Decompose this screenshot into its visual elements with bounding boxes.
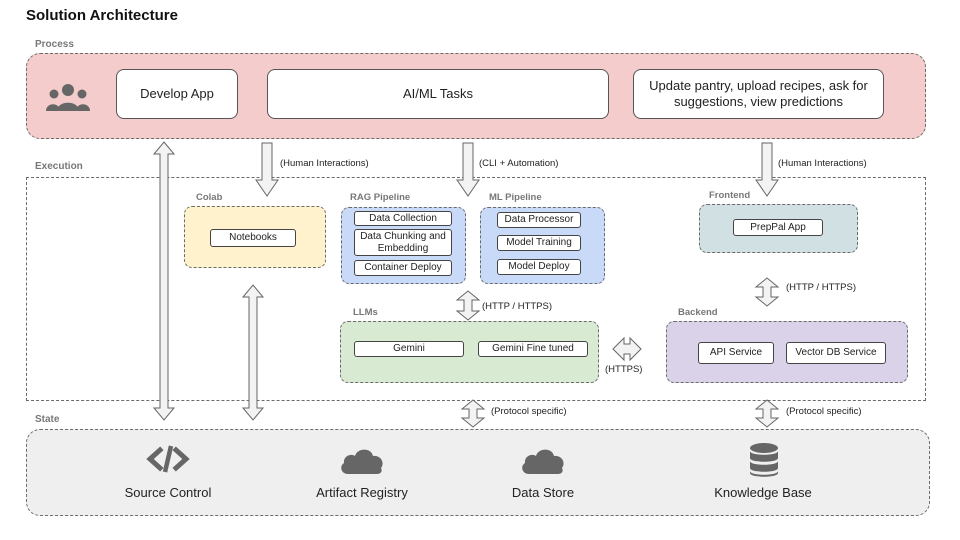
ml-to-llms-note: (HTTP / HTTPS) bbox=[482, 301, 553, 312]
arrow-llms-to-state bbox=[460, 399, 486, 428]
state-section-label: State bbox=[35, 414, 60, 425]
frontend-label: Frontend bbox=[709, 190, 751, 201]
cloud-icon bbox=[519, 444, 567, 476]
code-icon bbox=[146, 443, 190, 475]
human-interactions-left-note: (Human Interactions) bbox=[280, 158, 369, 169]
data-collection-box: Data Collection bbox=[354, 211, 452, 226]
frontend-to-backend-note: (HTTP / HTTPS) bbox=[786, 282, 857, 293]
cloud-icon bbox=[338, 444, 386, 476]
database-icon bbox=[748, 442, 780, 478]
user-tasks-box: Update pantry, upload recipes, ask for s… bbox=[633, 69, 884, 119]
container-deploy-box: Container Deploy bbox=[354, 260, 452, 276]
diagram-title: Solution Architecture bbox=[26, 7, 178, 24]
arrow-colab-to-state bbox=[241, 284, 265, 421]
arrow-users-to-frontend bbox=[755, 142, 779, 197]
knowledge-base-label: Knowledge Base bbox=[714, 485, 812, 500]
gemini-fine-tuned-box: Gemini Fine tuned bbox=[478, 341, 588, 357]
arrow-ml-to-llms bbox=[455, 290, 481, 321]
arrow-aiml-to-pipelines bbox=[456, 142, 480, 197]
state-band bbox=[26, 429, 930, 516]
notebooks-box: Notebooks bbox=[210, 229, 296, 247]
llms-label: LLMs bbox=[353, 307, 378, 318]
develop-app-box: Develop App bbox=[116, 69, 238, 119]
source-control-label: Source Control bbox=[124, 485, 212, 500]
backend-to-state-note: (Protocol specific) bbox=[786, 406, 862, 417]
api-service-box: API Service bbox=[698, 342, 774, 364]
process-section-label: Process bbox=[35, 39, 74, 50]
model-training-box: Model Training bbox=[497, 235, 581, 251]
arrow-llms-to-backend bbox=[612, 336, 642, 362]
preppal-app-box: PrepPal App bbox=[733, 219, 823, 236]
data-chunking-box: Data Chunking and Embedding bbox=[354, 229, 452, 256]
backend-label: Backend bbox=[678, 307, 718, 318]
ml-pipeline-label: ML Pipeline bbox=[489, 192, 542, 203]
gemini-box: Gemini bbox=[354, 341, 464, 357]
llms-to-backend-note: (HTTPS) bbox=[605, 364, 643, 375]
vector-db-service-box: Vector DB Service bbox=[786, 342, 886, 364]
arrow-frontend-to-backend bbox=[754, 277, 780, 307]
execution-region bbox=[26, 177, 926, 401]
arrow-develop-to-colab bbox=[255, 142, 279, 197]
cli-automation-note: (CLI + Automation) bbox=[479, 158, 559, 169]
users-icon bbox=[45, 82, 91, 112]
llms-to-state-note: (Protocol specific) bbox=[491, 406, 567, 417]
execution-section-label: Execution bbox=[35, 161, 83, 172]
arrow-process-to-source-control bbox=[152, 141, 176, 421]
data-processor-box: Data Processor bbox=[497, 212, 581, 228]
rag-pipeline-label: RAG Pipeline bbox=[350, 192, 411, 203]
arrow-backend-to-state bbox=[754, 399, 780, 428]
human-interactions-right-note: (Human Interactions) bbox=[778, 158, 867, 169]
colab-label: Colab bbox=[196, 192, 223, 203]
aiml-tasks-box: AI/ML Tasks bbox=[267, 69, 609, 119]
data-store-label: Data Store bbox=[511, 485, 575, 500]
model-deploy-box: Model Deploy bbox=[497, 259, 581, 275]
artifact-registry-label: Artifact Registry bbox=[316, 485, 408, 500]
